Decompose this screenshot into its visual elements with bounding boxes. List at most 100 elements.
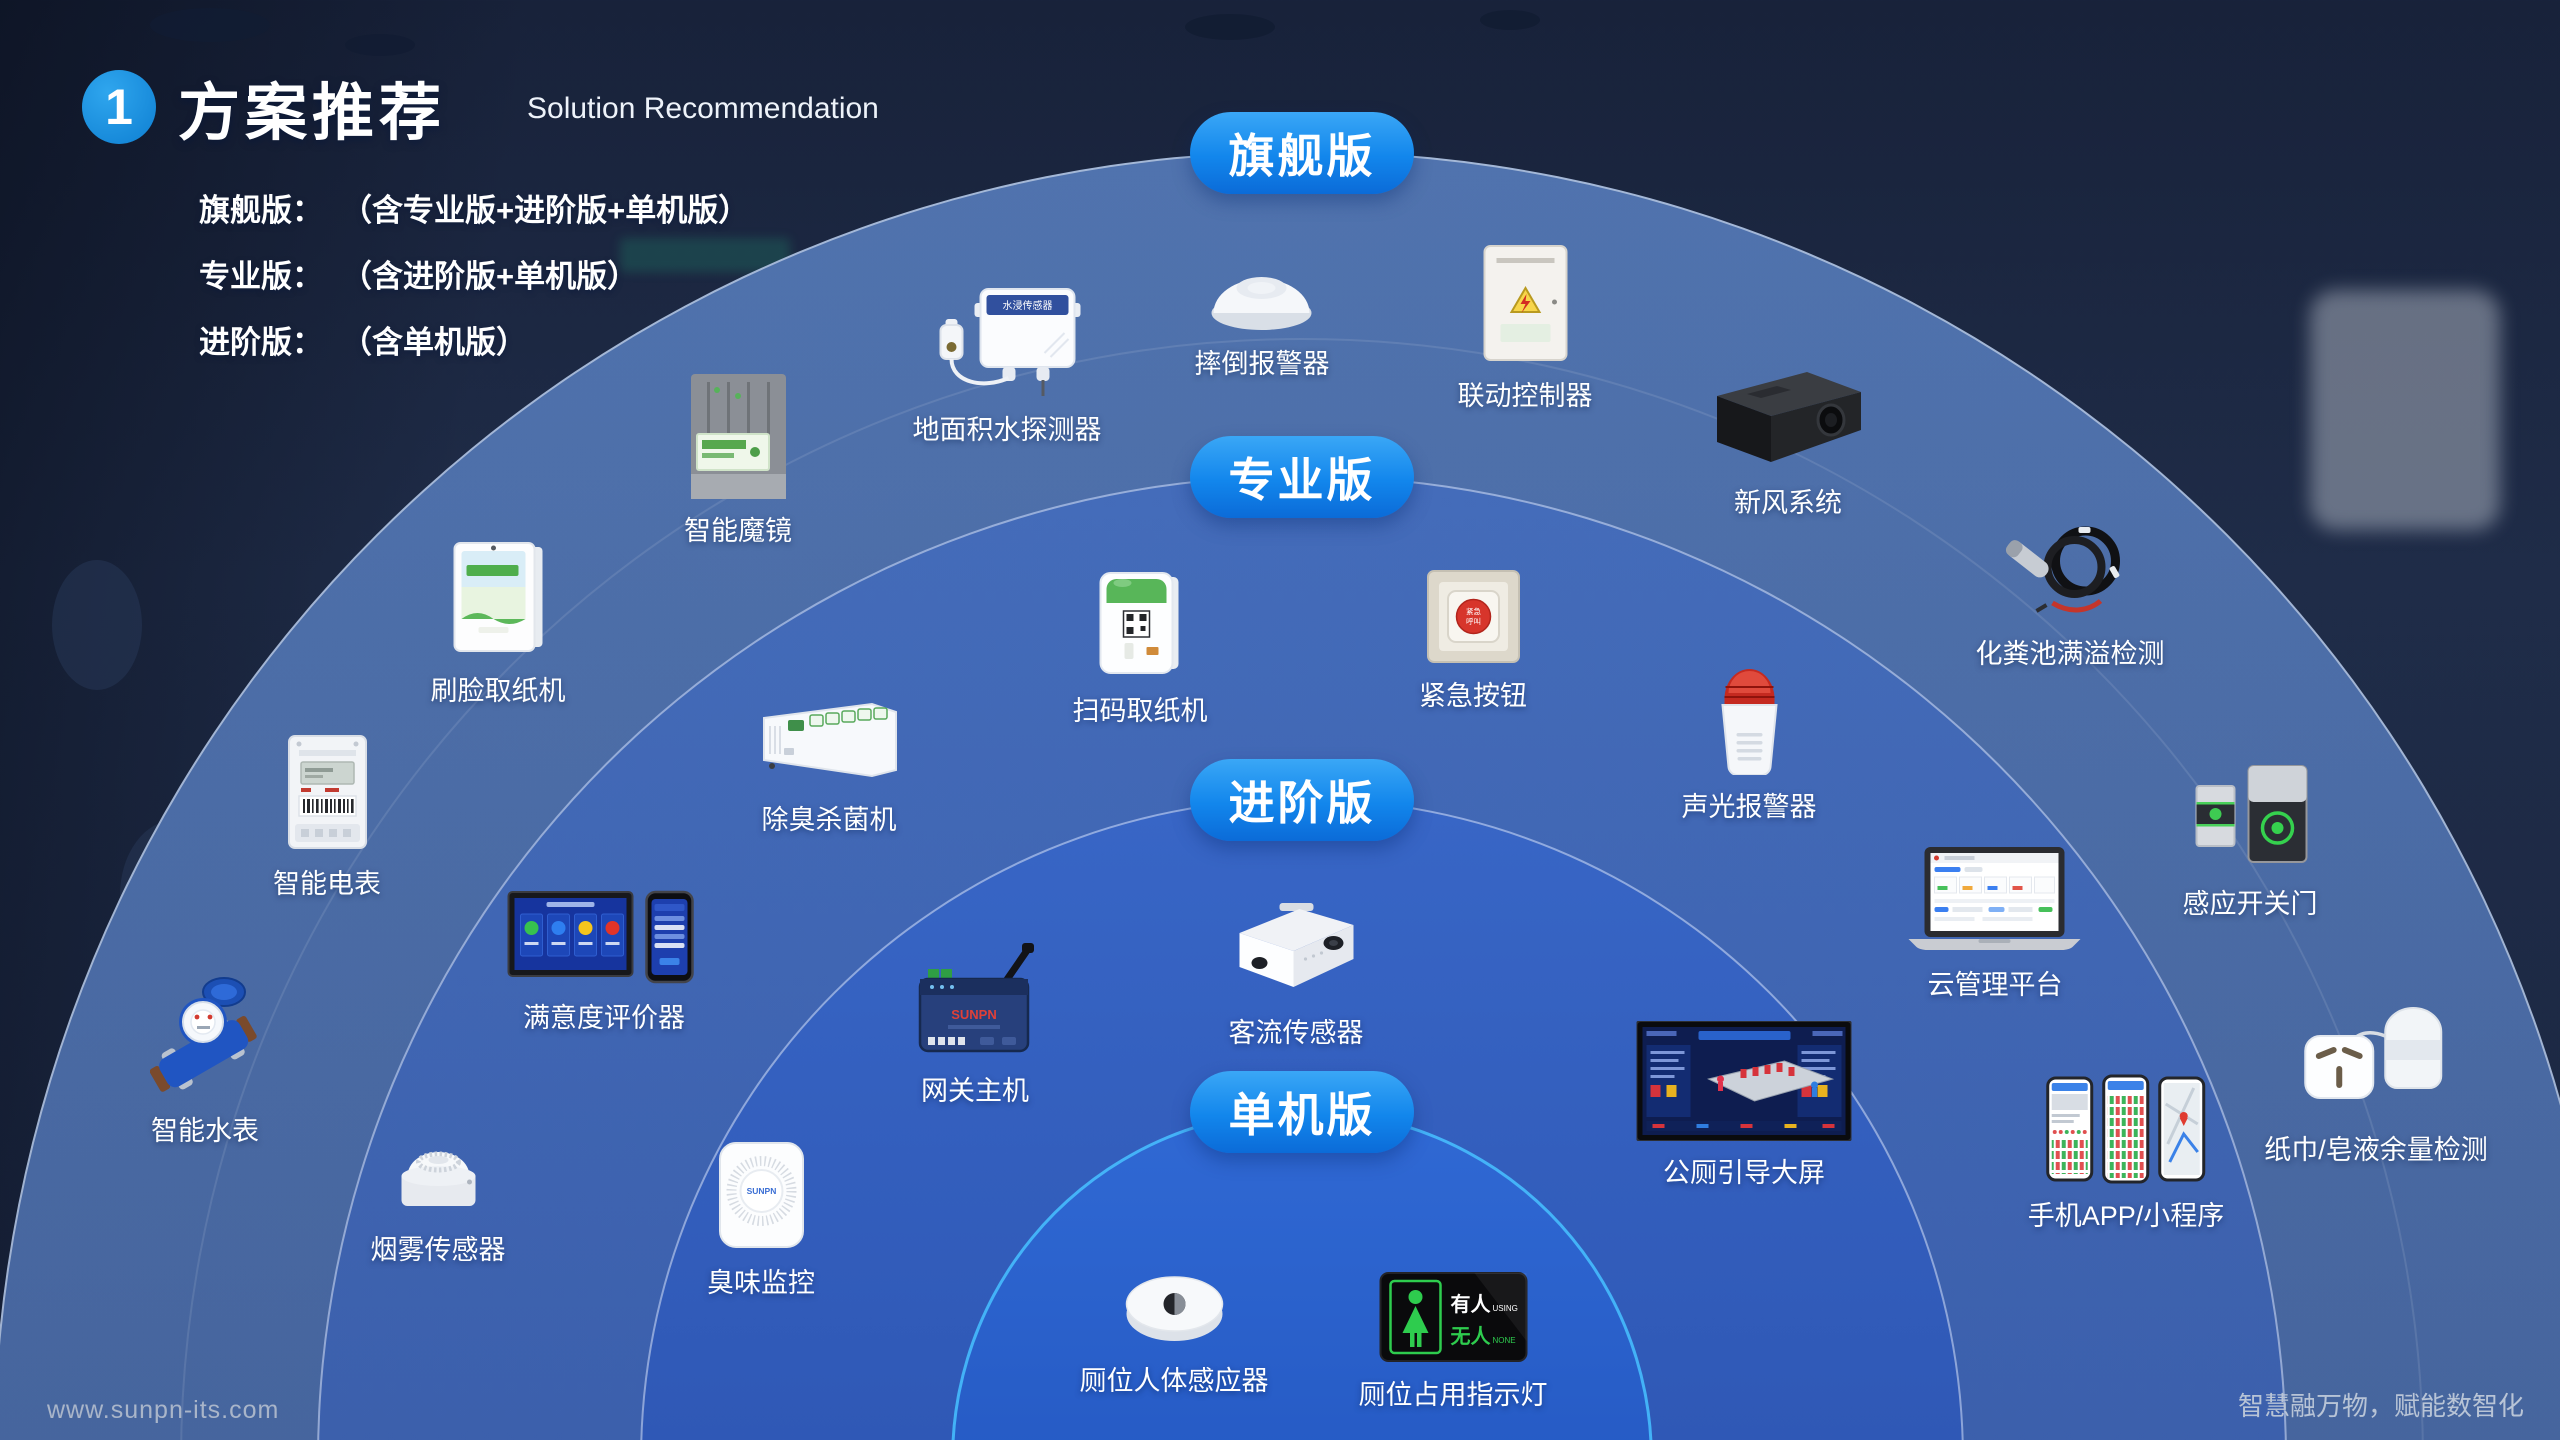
device-linkage-controller: 联动控制器 bbox=[1458, 244, 1593, 413]
device-label: 新风系统 bbox=[1734, 488, 1842, 518]
device-label: 除臭杀菌机 bbox=[761, 805, 897, 835]
device-label: 满意度评价器 bbox=[523, 1003, 685, 1033]
tier-pill-advanced: 进阶版 bbox=[1190, 759, 1414, 841]
emergency-button-image: 紧急 呼叫 bbox=[1426, 570, 1520, 663]
device-label: 手机APP/小程序 bbox=[2027, 1201, 2225, 1231]
gateway-brand-text: SUNPN bbox=[951, 1007, 997, 1022]
device-sensor-door: 感应开关门 bbox=[2183, 760, 2318, 921]
device-sound-light-alarm: 声光报警器 bbox=[1682, 657, 1817, 824]
smoke-sensor-image bbox=[401, 1151, 476, 1206]
satisfaction-evaluator-image bbox=[507, 890, 694, 984]
indicator-occupied-en-text: USING bbox=[1492, 1304, 1517, 1313]
device-label: 摔倒报警器 bbox=[1194, 349, 1330, 379]
odor-monitor-image: SUNPN bbox=[718, 1142, 804, 1248]
septic-overflow-sensor-image bbox=[2005, 526, 2120, 613]
indicator-vacant-en-text: NONE bbox=[1492, 1336, 1515, 1345]
water-detector-header-text: 水浸传感器 bbox=[1002, 299, 1052, 312]
device-label: 紧急按钮 bbox=[1419, 681, 1527, 711]
footer-slogan: 智慧融万物，赋能数智化 bbox=[2238, 1391, 2525, 1421]
indicator-vacant-text: 无人 bbox=[1450, 1325, 1491, 1348]
device-label: 云管理平台 bbox=[1927, 970, 2063, 1000]
section-number-badge: 1 bbox=[82, 70, 156, 144]
legend-row-advanced: 进阶版： （含单机版） bbox=[199, 310, 749, 376]
device-smart-mirror: 智能魔镜 bbox=[684, 374, 792, 548]
cloud-platform-image bbox=[1908, 847, 2081, 950]
device-face-paper-dispenser: 刷脸取纸机 bbox=[431, 539, 566, 708]
page-title: 方案推荐 bbox=[178, 79, 447, 148]
device-emergency-button: 紧急 呼叫 紧急按钮 bbox=[1419, 569, 1527, 713]
ceiling-light bbox=[1185, 14, 1275, 40]
device-label: 刷脸取纸机 bbox=[430, 676, 566, 706]
stall-occupancy-indicator-image: 有人 USING 无人 NONE bbox=[1379, 1272, 1527, 1362]
device-label: 地面积水探测器 bbox=[912, 415, 1102, 445]
device-septic-overflow-sensor: 化粪池满溢检测 bbox=[1976, 517, 2165, 671]
legend-tier-name: 旗舰版： bbox=[199, 193, 323, 228]
device-label: 烟雾传感器 bbox=[370, 1235, 506, 1265]
device-fresh-air-system: 新风系统 bbox=[1703, 366, 1873, 520]
legend-row-professional: 专业版：（含进阶版+单机版） bbox=[199, 244, 749, 310]
smart-water-meter-image bbox=[150, 977, 257, 1092]
mobile-app-image bbox=[2046, 1074, 2205, 1184]
emergency-button-text-2: 呼叫 bbox=[1466, 616, 1481, 626]
device-satisfaction-evaluator: 满意度评价器 bbox=[507, 886, 702, 1035]
device-odor-monitor: SUNPN 臭味监控 bbox=[707, 1139, 815, 1300]
device-label: 公厕引导大屏 bbox=[1663, 1158, 1825, 1188]
tier-pill-standalone: 单机版 bbox=[1190, 1071, 1414, 1153]
device-label: 客流传感器 bbox=[1228, 1018, 1364, 1048]
ceiling-light bbox=[1480, 10, 1540, 30]
device-stall-human-sensor: 厕位人体感应器 bbox=[1080, 1264, 1269, 1398]
device-label: 化粪池满溢检测 bbox=[1975, 639, 2165, 669]
device-smoke-sensor: 烟雾传感器 bbox=[371, 1130, 506, 1267]
device-gateway-host: SUNPN 网关主机 bbox=[910, 941, 1040, 1108]
qr-paper-dispenser-image bbox=[1099, 572, 1179, 674]
background-fixture bbox=[52, 560, 142, 690]
device-label: 联动控制器 bbox=[1457, 381, 1593, 411]
device-mobile-app: 手机APP/小程序 bbox=[2027, 1074, 2225, 1233]
legend-tier-contents: （含单机版） bbox=[341, 325, 527, 360]
linkage-controller-image bbox=[1483, 245, 1567, 361]
device-label: 扫码取纸机 bbox=[1072, 696, 1208, 726]
tier-legend: 旗舰版：（含专业版+进阶版+单机版） 专业版：（含进阶版+单机版） 进阶版： （含… bbox=[199, 178, 749, 376]
floor-water-detector-image: 水浸传感器 bbox=[939, 288, 1080, 396]
stall-human-sensor-image bbox=[1125, 1276, 1223, 1341]
indicator-occupied-text: 有人 bbox=[1450, 1292, 1491, 1316]
legend-tier-name: 进阶版： bbox=[199, 325, 323, 360]
device-smart-water-meter: 智能水表 bbox=[150, 974, 260, 1148]
tier-pill-professional: 专业版 bbox=[1190, 436, 1414, 518]
odor-monitor-brand-text: SUNPN bbox=[746, 1186, 776, 1196]
fresh-air-system-image bbox=[1717, 372, 1861, 462]
device-label: 感应开关门 bbox=[2182, 889, 2318, 919]
gateway-host-image: SUNPN bbox=[918, 943, 1034, 1053]
device-stall-occupancy-indicator: 有人 USING 无人 NONE 厕位占用指示灯 bbox=[1359, 1271, 1548, 1412]
device-label: 智能电表 bbox=[273, 869, 381, 899]
device-smart-electric-meter: 智能电表 bbox=[273, 734, 381, 901]
ceiling-light bbox=[345, 34, 415, 56]
smart-mirror-image bbox=[690, 374, 786, 499]
tier-pill-flagship: 旗舰版 bbox=[1190, 112, 1414, 194]
device-label: 智能水表 bbox=[151, 1116, 259, 1146]
page-subtitle: Solution Recommendation bbox=[527, 92, 879, 125]
device-qr-paper-dispenser: 扫码取纸机 bbox=[1073, 567, 1208, 728]
device-label: 网关主机 bbox=[921, 1076, 1029, 1106]
device-cloud-platform: 云管理平台 bbox=[1903, 845, 2088, 1002]
emergency-button-text-1: 紧急 bbox=[1466, 606, 1482, 616]
device-deodorizer-sterilizer: 除臭杀菌机 bbox=[754, 696, 904, 837]
device-label: 智能魔镜 bbox=[684, 516, 792, 546]
sensor-door-image bbox=[2195, 765, 2307, 863]
passenger-flow-sensor-image bbox=[1239, 903, 1354, 987]
face-paper-dispenser-image bbox=[453, 542, 542, 652]
device-label: 厕位人体感应器 bbox=[1079, 1366, 1269, 1396]
guidance-screen-image bbox=[1636, 1021, 1852, 1141]
tissue-soap-detector-image bbox=[2303, 1007, 2442, 1099]
fall-alarm-image bbox=[1211, 277, 1312, 330]
legend-tier-name: 专业版： bbox=[199, 259, 323, 294]
device-label: 纸巾/皂液余量检测 bbox=[2264, 1135, 2488, 1165]
smart-electric-meter-image bbox=[287, 735, 367, 849]
device-passenger-flow-sensor: 客流传感器 bbox=[1224, 901, 1369, 1050]
device-label: 臭味监控 bbox=[707, 1268, 815, 1298]
deodorizer-sterilizer-image bbox=[763, 702, 897, 778]
device-tissue-soap-detector: 纸巾/皂液余量检测 bbox=[2264, 1006, 2488, 1167]
device-fall-alarm: 摔倒报警器 bbox=[1195, 262, 1330, 381]
device-floor-water-detector: 水浸传感器 地面积水探测器 bbox=[913, 283, 1102, 447]
legend-row-flagship: 旗舰版：（含专业版+进阶版+单机版） bbox=[199, 178, 749, 244]
